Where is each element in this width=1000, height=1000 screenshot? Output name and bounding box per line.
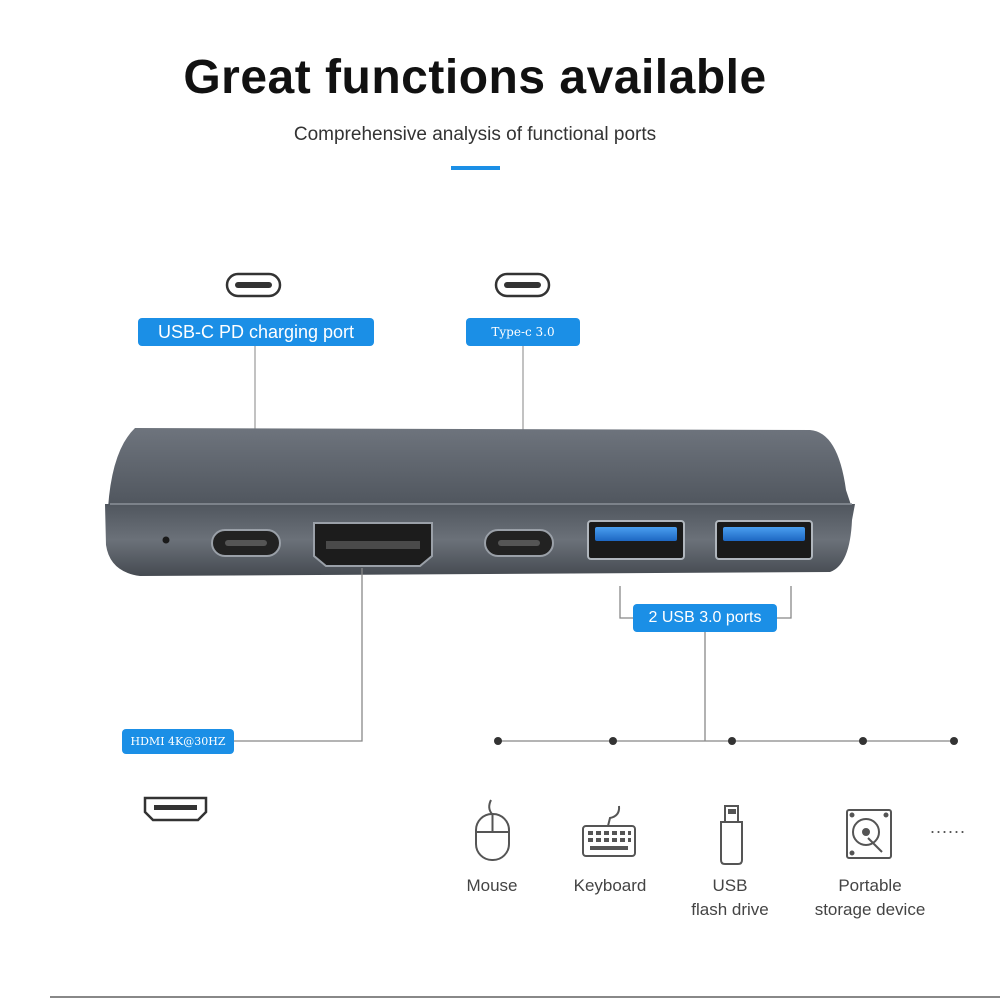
type-c-label: Type-c 3.0 bbox=[466, 318, 580, 346]
title-underline bbox=[451, 166, 500, 170]
usb3-ports-label: 2 USB 3.0 ports bbox=[633, 604, 777, 632]
page-title: Great functions available bbox=[183, 51, 767, 104]
hard-drive-icon bbox=[846, 809, 892, 859]
hdmi-label: HDMI 4K@30HZ bbox=[122, 729, 234, 754]
device-caption-mouse: Mouse bbox=[466, 876, 518, 895]
usb-flash-drive-icon bbox=[720, 805, 743, 865]
more-devices-indicator: ...... bbox=[930, 817, 967, 837]
type-c-port-icon bbox=[494, 272, 551, 298]
hdmi-port-icon bbox=[143, 796, 208, 822]
bottom-divider bbox=[50, 996, 1000, 998]
usb-c-port-icon bbox=[225, 272, 282, 298]
usb-c-pd-label: USB-C PD charging port bbox=[138, 318, 374, 346]
device-caption-portable-storage: Portable storage device bbox=[814, 876, 926, 919]
mouse-icon bbox=[475, 799, 510, 861]
page-subtitle: Comprehensive analysis of functional por… bbox=[293, 124, 657, 145]
device-caption-keyboard: Keyboard bbox=[573, 876, 647, 895]
status-led bbox=[162, 536, 170, 544]
device-caption-usb-flash-drive: USB flash drive bbox=[691, 876, 769, 919]
hub-top-surface bbox=[108, 428, 852, 508]
keyboard-icon bbox=[582, 805, 636, 857]
